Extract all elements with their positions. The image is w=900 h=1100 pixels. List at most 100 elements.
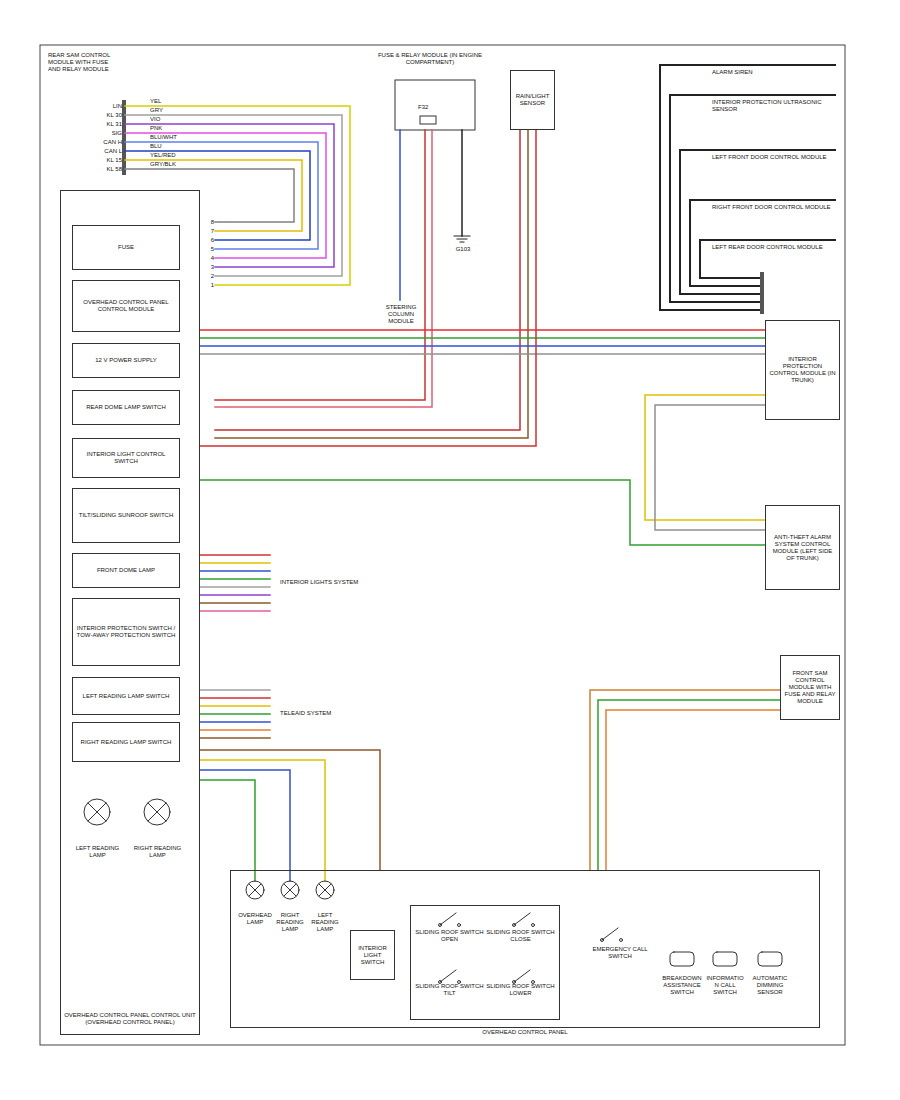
- component-box: TILT/SLIDING SUNROOF SWITCH: [72, 488, 180, 543]
- connector-symbol: [122, 100, 126, 175]
- lamp-label: LEFT READING LAMP: [70, 845, 125, 859]
- wire: [461, 130, 463, 236]
- wire-connector: [200, 750, 380, 870]
- component-label: RIGHT FRONT DOOR CONTROL MODULE: [712, 204, 832, 211]
- switch-box: INTERIOR LIGHT SWITCH: [350, 930, 395, 980]
- wire: [200, 353, 765, 355]
- wire: [200, 602, 270, 604]
- switch-symbol: [601, 939, 604, 942]
- pin-name: KL 58: [94, 166, 122, 173]
- wire: [606, 710, 780, 870]
- ground-label: G103: [452, 246, 474, 253]
- system-label: TELEAID SYSTEM: [280, 710, 350, 717]
- lamp-symbol: [88, 803, 106, 821]
- lamp-symbol: [84, 799, 110, 825]
- switch-label: INFORMATION CALL SWITCH: [705, 975, 745, 996]
- node-text: REAR DOME LAMP SWITCH: [86, 404, 166, 411]
- lamp-symbol: [281, 881, 299, 899]
- wire: [200, 594, 270, 596]
- wire: [215, 130, 520, 430]
- wire-connector: [200, 480, 765, 545]
- lamp-label: RIGHT READING LAMP: [130, 845, 185, 859]
- pin-number: 2: [201, 273, 214, 280]
- wire-connector: [200, 750, 380, 870]
- module-box: FRONT SAM CONTROL MODULE WITH FUSE AND R…: [780, 655, 840, 720]
- module-box: INTERIOR PROTECTION CONTROL MODULE (IN T…: [765, 320, 840, 420]
- component-box: 12 V POWER SUPPLY: [72, 343, 180, 378]
- switch-group-box: SLIDING ROOF SWITCH OPENSLIDING ROOF SWI…: [410, 905, 560, 1020]
- component-label: ALARM SIREN: [712, 69, 832, 76]
- component-label: INTERIOR PROTECTION ULTRASONIC SENSOR: [712, 99, 832, 113]
- wire: [700, 240, 835, 278]
- lamp-symbol: [249, 884, 261, 896]
- wire: [200, 586, 270, 588]
- component-box: RIGHT READING LAMP SWITCH: [72, 722, 180, 762]
- wire-connector: [590, 690, 780, 870]
- wire-connector: [200, 130, 536, 446]
- wire: [215, 130, 528, 438]
- node-text: FRONT SAM CONTROL MODULE WITH FUSE AND R…: [784, 670, 836, 705]
- pin-number: 3: [201, 264, 214, 271]
- wire: [200, 562, 270, 564]
- node-text: TILT/SLIDING SUNROOF SWITCH: [79, 512, 174, 519]
- component-label: LEFT FRONT DOOR CONTROL MODULE: [712, 154, 832, 161]
- component-box: INTERIOR PROTECTION SWITCH / TOW-AWAY PR…: [72, 598, 180, 666]
- wire: [655, 405, 765, 530]
- lamp-symbol: [246, 881, 264, 899]
- lamp-symbol: [316, 881, 334, 899]
- wire: [200, 737, 270, 739]
- switch-label: EMERGENCY CALL SWITCH: [585, 946, 655, 960]
- fuse-module-outline: [395, 80, 475, 130]
- pin-number: 8: [201, 219, 214, 226]
- wire: [200, 337, 765, 339]
- wire: [200, 345, 765, 347]
- node-text: OVERHEAD CONTROL PANEL CONTROL UNIT (OVE…: [64, 1012, 196, 1026]
- wire: [200, 770, 290, 881]
- wire-color: BLU/WHT: [150, 134, 190, 141]
- wire-connector: [200, 130, 536, 446]
- switch-symbol: [620, 939, 623, 942]
- lamp-symbol: [148, 803, 166, 821]
- lamp-symbol: [319, 884, 331, 896]
- switch-icon: [670, 952, 694, 966]
- wire: [200, 689, 270, 691]
- fuse-symbol: [420, 116, 436, 124]
- system-label: STEERING COLUMN MODULE: [380, 304, 422, 325]
- wire: [680, 150, 835, 294]
- page-border: [40, 45, 845, 1045]
- pin-name: KL 30: [94, 112, 122, 119]
- node-text: OVERHEAD CONTROL PANEL CONTROL MODULE: [76, 299, 176, 313]
- node-text: FUSE: [118, 244, 134, 251]
- pin-number: 1: [201, 282, 214, 289]
- lamp-label: OVERHEAD LAMP: [238, 912, 272, 926]
- pin-name: CAN H: [94, 139, 122, 146]
- pin-name: KL 31: [94, 121, 122, 128]
- node-text: INTERIOR PROTECTION CONTROL MODULE (IN T…: [769, 356, 836, 384]
- wire-color: YEL: [150, 98, 190, 105]
- component-box: REAR DOME LAMP SWITCH: [72, 390, 180, 425]
- wire: [660, 65, 835, 310]
- wire-color: PNK: [150, 125, 190, 132]
- component-box: OVERHEAD CONTROL PANEL CONTROL MODULE: [72, 280, 180, 332]
- sensor-icon: [758, 952, 782, 966]
- wire: [200, 729, 270, 731]
- wire: [200, 713, 270, 715]
- sensor-box: RAIN/LIGHT SENSOR: [510, 70, 555, 130]
- lamp-symbol: [284, 884, 296, 896]
- module-label: FUSE & RELAY MODULE (IN ENGINE COMPARTME…: [375, 52, 485, 66]
- sensor-label: AUTOMATIC DIMMING SENSOR: [748, 975, 792, 996]
- node-text: OVERHEAD CONTROL PANEL: [482, 1029, 567, 1036]
- node-text: ANTI-THEFT ALARM SYSTEM CONTROL MODULE (…: [769, 534, 836, 562]
- node-text: SLIDING ROOF SWITCH OPEN: [414, 909, 485, 943]
- system-label: INTERIOR LIGHTS SYSTEM: [280, 579, 370, 586]
- pin-number: 4: [201, 255, 214, 262]
- wire: [670, 95, 835, 302]
- switch-symbol: [532, 924, 535, 927]
- wire: [200, 780, 255, 881]
- wire-color: BLU: [150, 143, 190, 150]
- wire: [200, 554, 270, 556]
- pin-number: 7: [201, 228, 214, 235]
- pin-number: 5: [201, 246, 214, 253]
- switch-symbol: [458, 924, 461, 927]
